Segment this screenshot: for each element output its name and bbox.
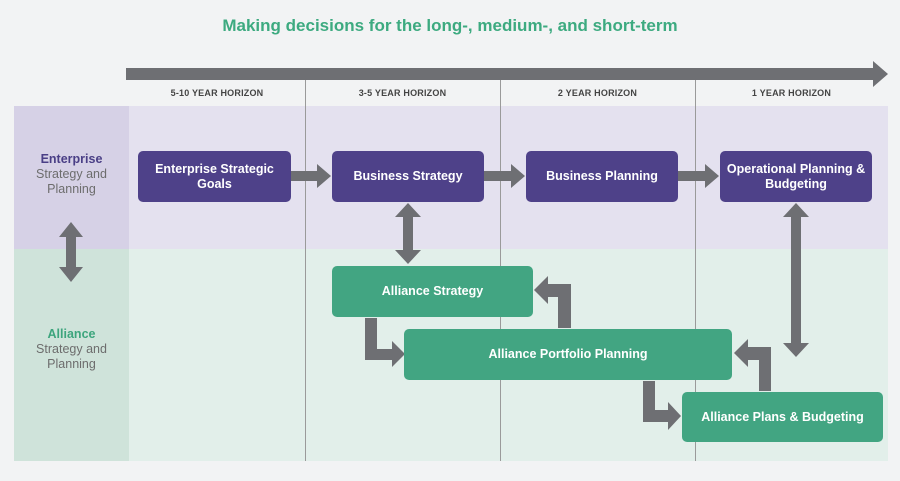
alliance-row-subtitle: Strategy and Planning: [36, 342, 107, 371]
arrow-operational-alliance-plans: [783, 203, 809, 357]
horizon-label: 5-10 YEAR HORIZON: [170, 88, 264, 98]
alliance-row-title: Alliance: [47, 327, 96, 341]
node-business-strategy: Business Strategy: [332, 151, 484, 202]
arrow-alliance-strategy-to-portfolio: [365, 318, 405, 367]
horizon-divider: [695, 78, 696, 461]
timeline-arrow: [126, 61, 888, 87]
row-exchange-arrow: [59, 222, 83, 282]
arrow-business-alliance-strategy: [395, 203, 421, 264]
enterprise-row-title: Enterprise: [40, 152, 103, 166]
arrow-planning-to-operational: [678, 164, 719, 188]
enterprise-row-label: Enterprise Strategy and Planning: [14, 152, 129, 197]
node-enterprise-strategic-goals: Enterprise Strategic Goals: [138, 151, 291, 202]
horizon-label: 2 YEAR HORIZON: [557, 88, 638, 98]
arrow-portfolio-to-plans: [643, 381, 681, 430]
horizon-divider: [305, 78, 306, 461]
horizon-label: 3-5 YEAR HORIZON: [358, 88, 447, 98]
node-business-planning: Business Planning: [526, 151, 678, 202]
node-alliance-plans-budgeting: Alliance Plans & Budgeting: [682, 392, 883, 442]
diagram-title: Making decisions for the long-, medium-,…: [222, 16, 678, 35]
arrow-goals-to-business-strategy: [291, 164, 331, 188]
node-alliance-portfolio-planning: Alliance Portfolio Planning: [404, 329, 732, 380]
arrow-portfolio-to-alliance-strategy: [534, 276, 571, 328]
alliance-row-label-band: [14, 249, 129, 461]
enterprise-row-subtitle: Strategy and Planning: [36, 167, 107, 196]
node-operational-planning: Operational Planning & Budgeting: [720, 151, 872, 202]
alliance-row-label: Alliance Strategy and Planning: [14, 327, 129, 372]
node-alliance-strategy: Alliance Strategy: [332, 266, 533, 317]
arrow-strategy-to-planning: [484, 164, 525, 188]
arrow-plans-to-portfolio: [734, 339, 771, 391]
horizon-label: 1 YEAR HORIZON: [751, 88, 832, 98]
